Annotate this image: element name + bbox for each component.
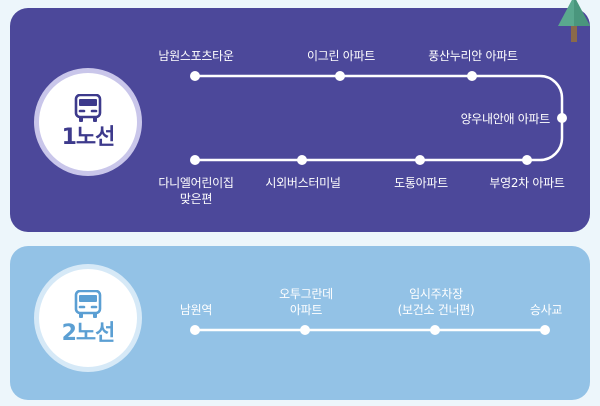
stop-dot-otu: [300, 325, 310, 335]
stop-label-terminal: 시외버스터미널: [265, 176, 341, 190]
stop-dot-daniel: [190, 155, 200, 165]
stop-label-buyeong: 부영2차 아파트: [489, 176, 565, 190]
stop-dot-egreen: [335, 71, 345, 81]
stop-label-namwon-sports-town: 남원스포츠타운: [158, 49, 234, 63]
route-2-badge: 2노선: [34, 264, 142, 372]
stop-label-otu-line1: 오투그란데: [279, 287, 333, 301]
stop-dot-terminal: [297, 155, 307, 165]
bus-icon: [74, 290, 102, 318]
stop-label-daniel: 다니엘어린이집 맞은편: [158, 175, 233, 207]
stop-label-yangwoo: 양우내안애 아파트: [460, 112, 551, 126]
stop-label-dotong: 도통아파트: [394, 176, 448, 190]
route-1-panel: 1노선 남원스포츠타운 이그린 아파트 풍산누리안 아파트 양우내안애 아파트 …: [10, 8, 590, 232]
stop-label-daniel-line1: 다니엘어린이집: [158, 176, 234, 190]
route-2-name: 2노선: [61, 321, 116, 346]
stop-dot-namwon-station: [190, 325, 200, 335]
route-1-name: 1노선: [61, 125, 116, 150]
stop-label-pungsan: 풍산누리안 아파트: [428, 49, 518, 63]
bus-icon: [74, 94, 102, 122]
stop-dot-buyeong: [522, 155, 532, 165]
stop-dot-temp-parking: [430, 325, 440, 335]
stop-dot-seungsagyo: [540, 325, 550, 335]
stop-label-temp-parking: 임시주차장 (보건소 건너편): [398, 286, 475, 318]
stop-label-temp-parking-line1: 임시주차장: [409, 287, 463, 301]
route-1-badge: 1노선: [34, 68, 142, 176]
stop-label-daniel-line2: 맞은편: [179, 192, 213, 206]
stop-dot-yangwoo: [557, 113, 567, 123]
stop-dot-pungsan: [467, 71, 477, 81]
stop-label-namwon-station: 남원역: [179, 303, 213, 317]
stop-label-otu-line2: 아파트: [289, 303, 323, 317]
stop-label-egreen: 이그린 아파트: [307, 49, 375, 63]
route-2-line: [190, 325, 550, 335]
stop-dot-namwon-sports-town: [190, 71, 200, 81]
route-2-panel: 2노선 남원역 오투그란데 아파트 임시주차장 (보건소 건너편) 승사교: [10, 246, 590, 400]
route-1-line: [190, 71, 567, 165]
tree-icon: [558, 0, 590, 42]
stop-label-otu: 오투그란데 아파트: [279, 286, 333, 318]
stop-label-temp-parking-line2: (보건소 건너편): [397, 303, 475, 317]
stop-label-seungsagyo: 승사교: [529, 303, 563, 317]
stop-dot-dotong: [415, 155, 425, 165]
